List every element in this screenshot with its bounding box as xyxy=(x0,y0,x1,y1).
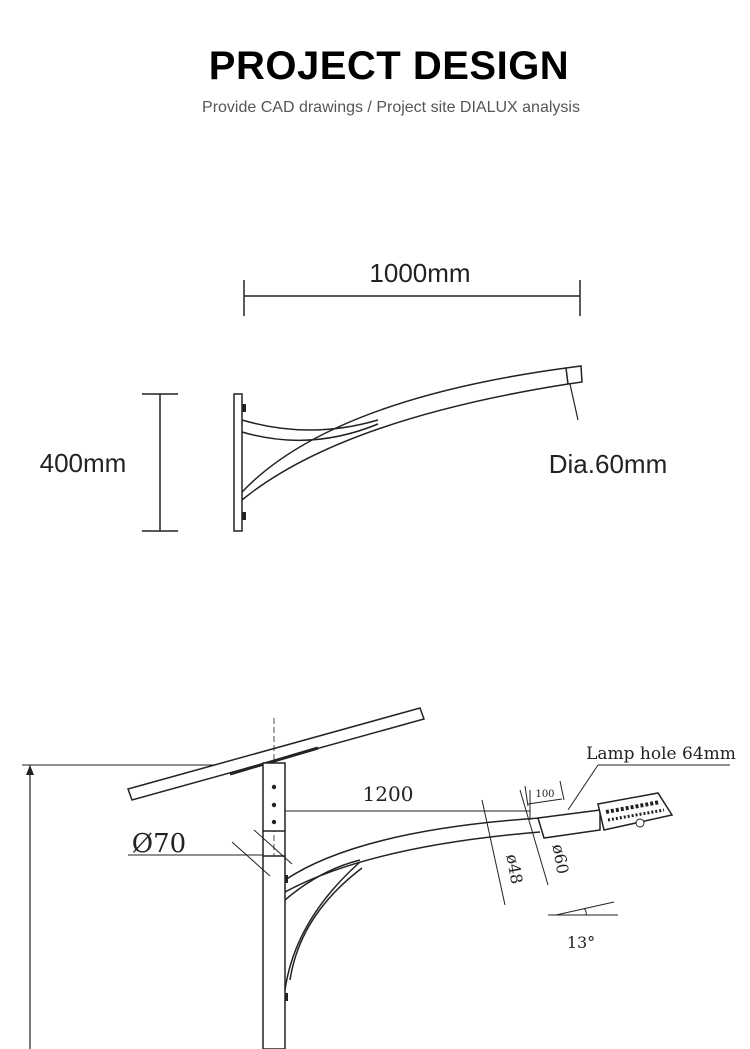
small-dim-label: 100 xyxy=(535,789,554,800)
lamp-head: 100 Lamp hole 64mm xyxy=(524,744,736,839)
arm-length-label: 1200 xyxy=(363,782,414,806)
pole-height-dimension xyxy=(22,764,262,1049)
pole-diameter-label: Ø70 xyxy=(132,829,186,859)
tube-diameter-label: ø48 xyxy=(502,853,526,886)
diameter-label: Dia.60mm xyxy=(549,449,667,479)
arm-length-dimension: 1200 xyxy=(285,782,531,820)
width-label: 1000mm xyxy=(369,258,470,288)
pole-diameter-dimension: Ø70 xyxy=(128,829,293,877)
arm-body xyxy=(241,365,583,501)
height-dimension: 400mm xyxy=(40,393,178,532)
tilt-angle-label: 13° xyxy=(567,933,595,952)
page-subtitle: Provide CAD drawings / Project site DIAL… xyxy=(202,99,580,116)
height-label: 400mm xyxy=(40,448,127,478)
mounting-plate xyxy=(233,393,246,532)
width-dimension: 1000mm xyxy=(243,258,581,316)
pole xyxy=(262,762,288,1049)
tilt-angle: 13° xyxy=(548,901,618,952)
pole-arm: ø48 ø60 xyxy=(284,789,572,991)
page-title: PROJECT DESIGN xyxy=(208,44,570,88)
end-diameter-label: ø60 xyxy=(548,843,572,876)
lamp-hole-label: Lamp hole 64mm xyxy=(586,744,736,764)
